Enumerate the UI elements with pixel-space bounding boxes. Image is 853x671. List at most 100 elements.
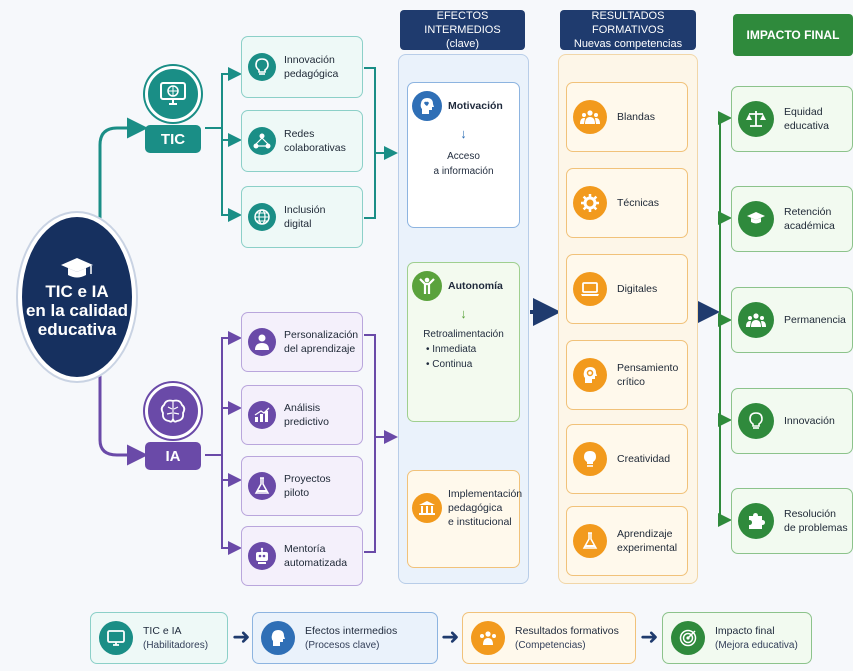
impacto-label: Equidad educativa [784, 106, 829, 132]
resultados-header: RESULTADOS FORMATIVOS Nuevas competencia… [560, 10, 696, 50]
impacto-header: IMPACTO FINAL [733, 14, 853, 56]
resultado-label: Blandas [617, 111, 655, 123]
ia-item-personalizacion: Personalización del aprendizaje [241, 312, 363, 372]
head-icon [412, 91, 442, 121]
target-icon [671, 621, 705, 655]
tic-item-inclusion: Inclusión digital [241, 186, 363, 248]
footer-resultados: Resultados formativos (Competencias) [462, 612, 636, 664]
efecto-autonomia-title: Autonomía [448, 280, 503, 292]
resultado-creatividad: Creatividad [566, 424, 688, 494]
bar-chart-icon [248, 401, 276, 429]
flask-icon [248, 472, 276, 500]
resultado-label: Creatividad [617, 453, 671, 465]
impacto-permanencia: Permanencia [731, 287, 853, 353]
tic-item-redes: Redes colaborativas [241, 110, 363, 172]
resultado-tecnicas: Técnicas [566, 168, 688, 238]
ia-item-label: Proyectos piloto [284, 473, 331, 499]
impacto-label: Innovación [784, 415, 835, 427]
ia-item-label: Análisis predictivo [284, 402, 329, 428]
group-icon [573, 100, 607, 134]
flow-arrow-icon: ➜ [640, 624, 659, 649]
globe-icon [248, 203, 276, 231]
footer-subtitle: (Habilitadores) [143, 639, 209, 651]
graduation-cap-icon [61, 257, 93, 277]
ia-item-analisis: Análisis predictivo [241, 385, 363, 445]
tic-item-label: Inclusión digital [284, 204, 326, 230]
footer-title: Resultados formativos [515, 624, 619, 637]
resultado-label: Técnicas [617, 197, 660, 209]
footer-tic-ia: TIC e IA (Habilitadores) [90, 612, 228, 664]
efecto-autonomia: Autonomía ↓ Retroalimentación • Inmediat… [407, 262, 520, 422]
footer-subtitle: (Competencias) [515, 639, 586, 651]
ia-item-proyectos: Proyectos piloto [241, 456, 363, 516]
tic-item-label: Redes colaborativas [284, 128, 346, 154]
ia-item-label: Personalización del aprendizaje [284, 329, 359, 355]
impacto-label: Retención académica [784, 206, 835, 232]
footer-impacto: Impacto final (Mejora educativa) [662, 612, 812, 664]
impacto-resolucion: Resolución de problemas [731, 488, 853, 554]
ia-item-mentoria: Mentoría automatizada [241, 526, 363, 586]
footer-subtitle: (Procesos clave) [305, 639, 380, 651]
gear-icon [573, 186, 607, 220]
efecto-implementacion-title: Implementación pedagógica e instituciona… [448, 488, 523, 528]
resultado-aprendizaje: Aprendizaje experimental [566, 506, 688, 576]
laptop-icon [573, 272, 607, 306]
head-gear-icon [573, 358, 607, 392]
impacto-innovacion: Innovación [731, 388, 853, 454]
efecto-motivacion-title: Motivación [448, 100, 503, 112]
flow-arrow-icon: ➜ [441, 624, 460, 649]
impacto-label: Resolución de problemas [784, 508, 848, 534]
down-arrow-icon: ↓ [460, 126, 467, 141]
lightbulb-icon [248, 53, 276, 81]
person-raised-arms-icon [412, 271, 442, 301]
group-icon [738, 302, 774, 338]
efecto-retro-title: Retroalimentación [423, 329, 504, 340]
lightbulb-icon [573, 442, 607, 476]
efecto-acceso: Acceso a información [433, 151, 494, 177]
footer-efectos: Efectos intermedios (Procesos clave) [252, 612, 438, 664]
institution-building-icon [412, 493, 442, 523]
resultado-label: Digitales [617, 283, 658, 295]
computer-icon [99, 621, 133, 655]
footer-title: Efectos intermedios [305, 624, 398, 637]
tic-hub: TIC [145, 66, 201, 153]
ia-hub-label: IA [145, 442, 201, 470]
scales-icon [738, 101, 774, 137]
efecto-implementacion: Implementación pedagógica e instituciona… [407, 470, 523, 568]
network-people-icon [248, 127, 276, 155]
lightbulb-icon [738, 403, 774, 439]
impacto-label: Permanencia [784, 314, 846, 326]
main-topic-node: TIC e IA en la calidad educativa [18, 213, 136, 381]
ia-item-label: Mentoría automatizada [284, 543, 348, 569]
group-icon [471, 621, 505, 655]
efectos-header: EFECTOS INTERMEDIOS (clave) [400, 10, 525, 50]
ia-hub: IA [145, 383, 201, 470]
resultado-blandas: Blandas [566, 82, 688, 152]
flow-arrow-icon: ➜ [232, 624, 251, 649]
graduation-cap-icon [738, 201, 774, 237]
efecto-retro-items: • Inmediata • Continua [426, 344, 477, 370]
person-icon [248, 328, 276, 356]
flask-icon [573, 524, 607, 558]
main-topic-title: TIC e IA en la calidad educativa [25, 281, 129, 339]
computer-globe-icon [145, 66, 201, 122]
impacto-retencion: Retención académica [731, 186, 853, 252]
efecto-motivacion: Motivación ↓ Acceso a información [407, 82, 520, 228]
head-icon [261, 621, 295, 655]
tic-item-label: Innovación pedagógica [284, 54, 339, 80]
brain-icon [145, 383, 201, 439]
footer-title: TIC e IA [143, 624, 182, 637]
footer-title: Impacto final [715, 624, 775, 637]
impacto-equidad: Equidad educativa [731, 86, 853, 152]
puzzle-icon [738, 503, 774, 539]
resultado-label: Aprendizaje experimental [617, 528, 678, 554]
tic-item-innovacion: Innovación pedagógica [241, 36, 363, 98]
footer-subtitle: (Mejora educativa) [715, 639, 798, 651]
robot-icon [248, 542, 276, 570]
down-arrow-icon: ↓ [460, 306, 467, 321]
resultado-pensamiento: Pensamiento crítico [566, 340, 688, 410]
resultado-label: Pensamiento crítico [617, 362, 679, 388]
resultado-digitales: Digitales [566, 254, 688, 324]
tic-hub-label: TIC [145, 125, 201, 153]
